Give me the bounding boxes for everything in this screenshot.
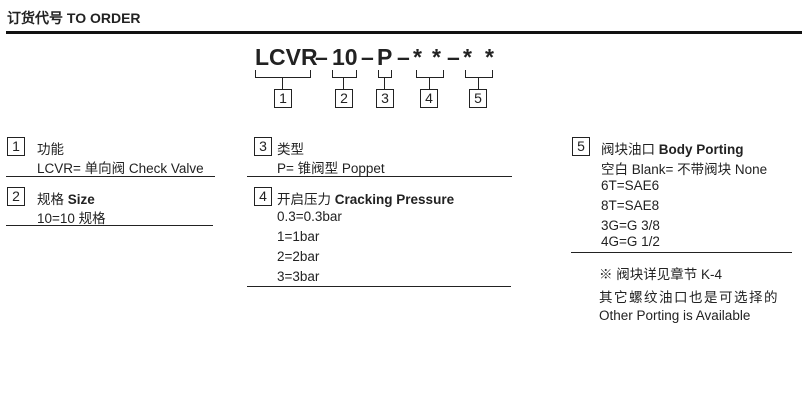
code-dash: – [447,44,460,70]
title-en: Body Porting [658,142,744,157]
bracket-3 [378,70,392,78]
option-line: 4G=G 1/2 [601,234,660,249]
title-en: Cracking Pressure [334,192,455,207]
divider [247,176,512,178]
title-cn: 规格 [37,192,64,207]
divider [6,225,213,227]
code-part-pressure-1: * [413,44,422,70]
code-dash: – [397,44,410,70]
bracket-4 [416,70,444,78]
section-number: 1 [7,137,25,156]
section-number: 3 [254,137,272,156]
option-line: LCVR= 单向阀 Check Valve [37,161,204,176]
option-line: 8T=SAE8 [601,198,660,213]
section-number: 5 [572,137,590,156]
code-dash: – [361,44,374,70]
title-divider [6,31,802,34]
note-line: 其它螺纹油口也是可选择的 [599,290,779,305]
bracket-stem [282,78,284,89]
divider [247,286,511,288]
section-title: 类型 [277,142,304,157]
code-box-2: 2 [335,89,353,108]
note-line: ※ 阀块详见章节 K-4 [599,267,723,282]
code-part-type: P [377,44,393,70]
option-line: 0.3=0.3bar [277,209,342,224]
bracket-stem [478,78,480,89]
title-en: Size [67,192,95,207]
option-line: P= 锥阀型 Poppet [277,161,385,176]
bracket-5 [465,70,493,78]
option-line: 空白 Blank= 不带阀块 None [601,162,768,177]
section-title: 功能 [37,142,64,157]
code-part-size: 10 [332,44,358,70]
code-part-function: LCVR [255,44,318,70]
title-cn: 阀块油口 [601,142,655,157]
code-box-1: 1 [274,89,292,108]
option-line: 1=1bar [277,229,320,244]
code-box-3: 3 [376,89,394,108]
code-dash: – [315,44,328,70]
option-line: 2=2bar [277,249,320,264]
bracket-stem [429,78,431,89]
bracket-2 [332,70,357,78]
section-title: 规格 Size [37,188,95,208]
option-line: 3G=G 3/8 [601,218,660,233]
option-line: 10=10 规格 [37,211,106,226]
section-number: 2 [7,187,25,206]
bracket-stem [384,78,386,89]
divider [571,252,792,254]
section-number: 4 [254,187,272,206]
section-title: 阀块油口 Body Porting [601,138,744,158]
bracket-1 [255,70,311,78]
code-part-porting-2: * [485,44,494,70]
divider [6,176,215,178]
option-line: 3=3bar [277,269,320,284]
option-line: 6T=SAE6 [601,178,660,193]
section-title: 开启压力 Cracking Pressure [277,188,454,208]
page-title: 订货代号 TO ORDER [7,10,141,26]
code-box-4: 4 [420,89,438,108]
note-line: Other Porting is Available [599,308,751,323]
bracket-stem [343,78,345,89]
code-part-pressure-2: * [432,44,441,70]
title-cn: 开启压力 [277,192,331,207]
code-part-porting-1: * [463,44,472,70]
code-box-5: 5 [469,89,487,108]
